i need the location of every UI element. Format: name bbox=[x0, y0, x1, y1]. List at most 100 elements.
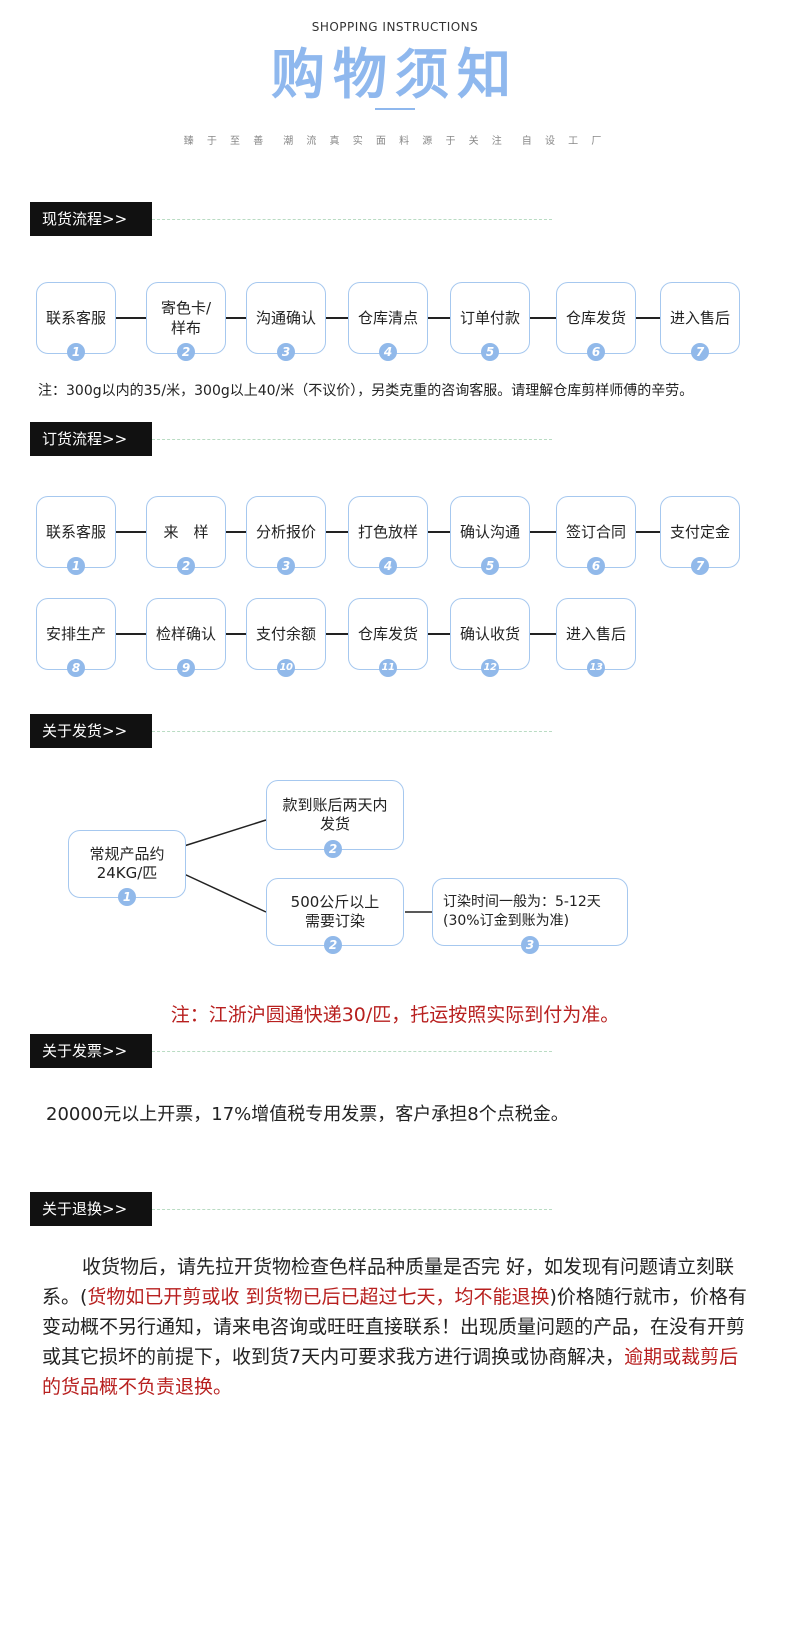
process-step-label: 确认收货 bbox=[459, 625, 520, 643]
connector-line bbox=[428, 317, 450, 319]
step-number-badge: 11 bbox=[379, 659, 397, 677]
connector-line bbox=[116, 531, 146, 533]
process-step-label: 仓库清点 bbox=[357, 309, 418, 327]
connector-line bbox=[636, 317, 660, 319]
process-step: 支付余额 bbox=[246, 598, 326, 670]
step-number-badge: 3 bbox=[277, 557, 295, 575]
connector-line bbox=[116, 317, 146, 319]
process-step: 安排生产 bbox=[36, 598, 116, 670]
connector-line bbox=[226, 531, 246, 533]
step-number-badge: 4 bbox=[379, 343, 397, 361]
process-step-label: 检样确认 bbox=[155, 625, 216, 643]
step-number-badge: 6 bbox=[587, 557, 605, 575]
process-step: 确认沟通 bbox=[450, 496, 530, 568]
section-label-returns: 关于退换>> bbox=[30, 1192, 152, 1226]
process-step-label: 联系客服 bbox=[45, 309, 106, 327]
process-step-label: 进入售后 bbox=[669, 309, 730, 327]
process-step-label: 沟通确认 bbox=[255, 309, 316, 327]
step-number-badge: 7 bbox=[691, 343, 709, 361]
section-label-order-process: 订货流程>> bbox=[30, 422, 152, 456]
process-step-label: 仓库发货 bbox=[565, 309, 626, 327]
step-number-badge: 3 bbox=[521, 936, 539, 954]
returns-text-1: 收货物后，请先拉开货物检查色样品种质量是否完 好，如发现有问题请立刻联系。( bbox=[42, 1256, 735, 1308]
returns-paragraph: 收货物后，请先拉开货物检查色样品种质量是否完 好，如发现有问题请立刻联系。(货物… bbox=[42, 1252, 750, 1402]
section-divider bbox=[152, 1209, 552, 1210]
process-step: 签订合同 bbox=[556, 496, 636, 568]
process-step: 联系客服 bbox=[36, 282, 116, 354]
connector-line bbox=[636, 531, 660, 533]
process-step: 联系客服 bbox=[36, 496, 116, 568]
step-number-badge: 13 bbox=[587, 659, 605, 677]
process-step: 仓库发货 bbox=[556, 282, 636, 354]
process-step-label: 支付定金 bbox=[669, 523, 730, 541]
step-number-badge: 5 bbox=[481, 557, 499, 575]
connector-line bbox=[530, 633, 556, 635]
connector-line bbox=[530, 317, 556, 319]
step-number-badge: 2 bbox=[177, 557, 195, 575]
returns-warning-2: 逾期或裁剪后的货品概不负责退换。 bbox=[42, 1346, 739, 1398]
step-number-badge: 7 bbox=[691, 557, 709, 575]
process-step-label: 安排生产 bbox=[45, 625, 106, 643]
process-step-label: 支付余额 bbox=[255, 625, 316, 643]
shipping-connectors bbox=[183, 819, 432, 913]
process-step-label: 进入售后 bbox=[565, 625, 626, 643]
connector-line bbox=[226, 317, 246, 319]
process-step: 进入售后 bbox=[660, 282, 740, 354]
step-number-badge: 1 bbox=[67, 557, 85, 575]
step-number-badge: 5 bbox=[481, 343, 499, 361]
connector-line bbox=[326, 633, 348, 635]
shipping-branch-b-box: 500公斤以上需要订染 bbox=[266, 878, 404, 946]
process-step-label: 寄色卡/样布 bbox=[160, 299, 212, 337]
process-step: 检样确认 bbox=[146, 598, 226, 670]
page-title: 购物须知 bbox=[271, 43, 519, 106]
process-step-label: 签订合同 bbox=[565, 523, 626, 541]
shipping-note: 注：江浙沪圆通快递30/匹，托运按照实际到付为准。 bbox=[170, 1004, 620, 1026]
stock-note: 注：300g以内的35/米，300g以上40/米（不议价），另类克重的咨询客服。… bbox=[38, 383, 694, 399]
header-slogan: 臻 于 至 善 潮 流 真 实 面 料 源 于 关 注 自 设 工 厂 bbox=[183, 136, 607, 147]
invoice-text: 20000元以上开票，17%增值税专用发票，客户承担8个点税金。 bbox=[46, 1104, 569, 1125]
returns-warning-1: 货物如已开剪或收 到货物已后已超过七天，均不能退换 bbox=[87, 1286, 550, 1308]
shipping-dyeing-text: 订染时间一般为：5-12天(30%订金到账为准) bbox=[443, 894, 601, 929]
title-underline bbox=[375, 108, 415, 110]
section-divider bbox=[152, 439, 552, 440]
header-subtitle: SHOPPING INSTRUCTIONS bbox=[311, 20, 479, 34]
process-step-label: 订单付款 bbox=[459, 309, 520, 327]
section-label-invoice: 关于发票>> bbox=[30, 1034, 152, 1068]
process-step-label: 仓库发货 bbox=[357, 625, 418, 643]
step-number-badge: 12 bbox=[481, 659, 499, 677]
process-step: 仓库发货 bbox=[348, 598, 428, 670]
step-number-badge: 1 bbox=[67, 343, 85, 361]
step-number-badge: 1 bbox=[118, 888, 136, 906]
process-step: 打色放样 bbox=[348, 496, 428, 568]
shipping-dyeing-box: 订染时间一般为：5-12天(30%订金到账为准) bbox=[432, 878, 628, 946]
step-number-badge: 9 bbox=[177, 659, 195, 677]
process-step-label: 分析报价 bbox=[255, 523, 316, 541]
step-number-badge: 2 bbox=[324, 936, 342, 954]
connector-line bbox=[428, 531, 450, 533]
section-divider bbox=[152, 731, 552, 732]
step-number-badge: 3 bbox=[277, 343, 295, 361]
section-label-shipping: 关于发货>> bbox=[30, 714, 152, 748]
process-step-label: 确认沟通 bbox=[459, 523, 520, 541]
process-step: 确认收货 bbox=[450, 598, 530, 670]
connector-line bbox=[226, 633, 246, 635]
step-number-badge: 10 bbox=[277, 659, 295, 677]
process-step: 来 样 bbox=[146, 496, 226, 568]
process-step-label: 来 样 bbox=[163, 523, 209, 541]
connector-line bbox=[183, 873, 267, 913]
process-step: 沟通确认 bbox=[246, 282, 326, 354]
process-step: 支付定金 bbox=[660, 496, 740, 568]
connector-line bbox=[428, 633, 450, 635]
shipping-branch-a-box: 款到账后两天内发货 bbox=[266, 780, 404, 850]
process-step-label: 联系客服 bbox=[45, 523, 106, 541]
connector-line bbox=[116, 633, 146, 635]
step-number-badge: 4 bbox=[379, 557, 397, 575]
shipping-branch-a-text: 款到账后两天内发货 bbox=[282, 796, 388, 833]
connector-line bbox=[530, 531, 556, 533]
section-divider bbox=[152, 1051, 552, 1052]
connector-line bbox=[326, 317, 348, 319]
shipping-root-text: 常规产品约24KG/匹 bbox=[89, 845, 165, 882]
step-number-badge: 8 bbox=[67, 659, 85, 677]
section-divider bbox=[152, 219, 552, 220]
step-number-badge: 6 bbox=[587, 343, 605, 361]
